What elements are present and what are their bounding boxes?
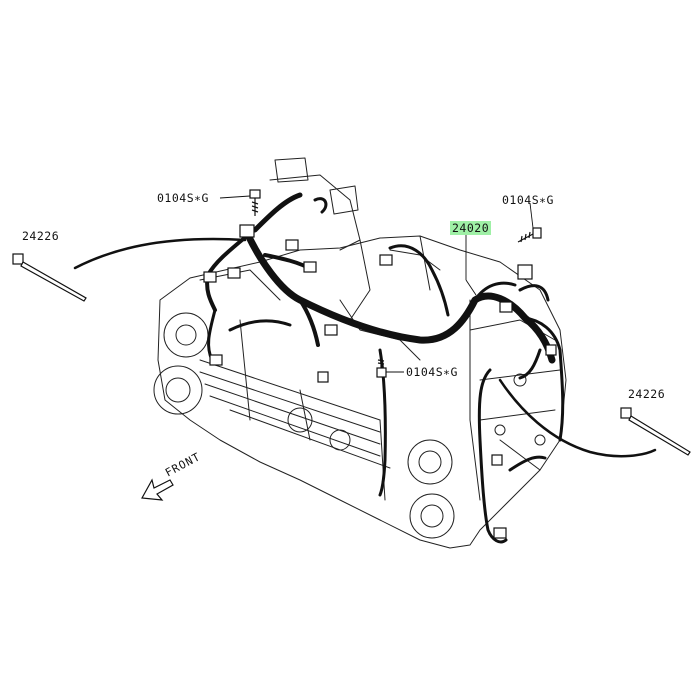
bolt-mid-icon — [376, 358, 387, 378]
clip-left-label: 24226 — [22, 229, 60, 243]
harness-highlight: 24020 — [450, 221, 492, 235]
bolt-top-label: 0104S∗G — [157, 191, 209, 205]
connectors — [203, 224, 557, 539]
cable-tie-right-icon — [620, 407, 691, 456]
cable-ties — [12, 253, 691, 456]
bolt-right-icon — [517, 227, 542, 243]
bolt-mid-label: 0104S∗G — [406, 365, 458, 379]
harness-part-number: 24020 — [450, 221, 492, 235]
leader-lines — [219, 195, 534, 373]
bolts — [249, 189, 542, 378]
front-arrow-icon — [141, 478, 174, 501]
bolt-top-icon — [249, 189, 261, 216]
cable-tie-left-icon — [12, 253, 87, 302]
clip-right-label: 24226 — [628, 387, 666, 401]
bolt-right-label: 0104S∗G — [502, 193, 554, 207]
wiring-harness — [73, 192, 657, 544]
engine-block — [153, 157, 567, 549]
